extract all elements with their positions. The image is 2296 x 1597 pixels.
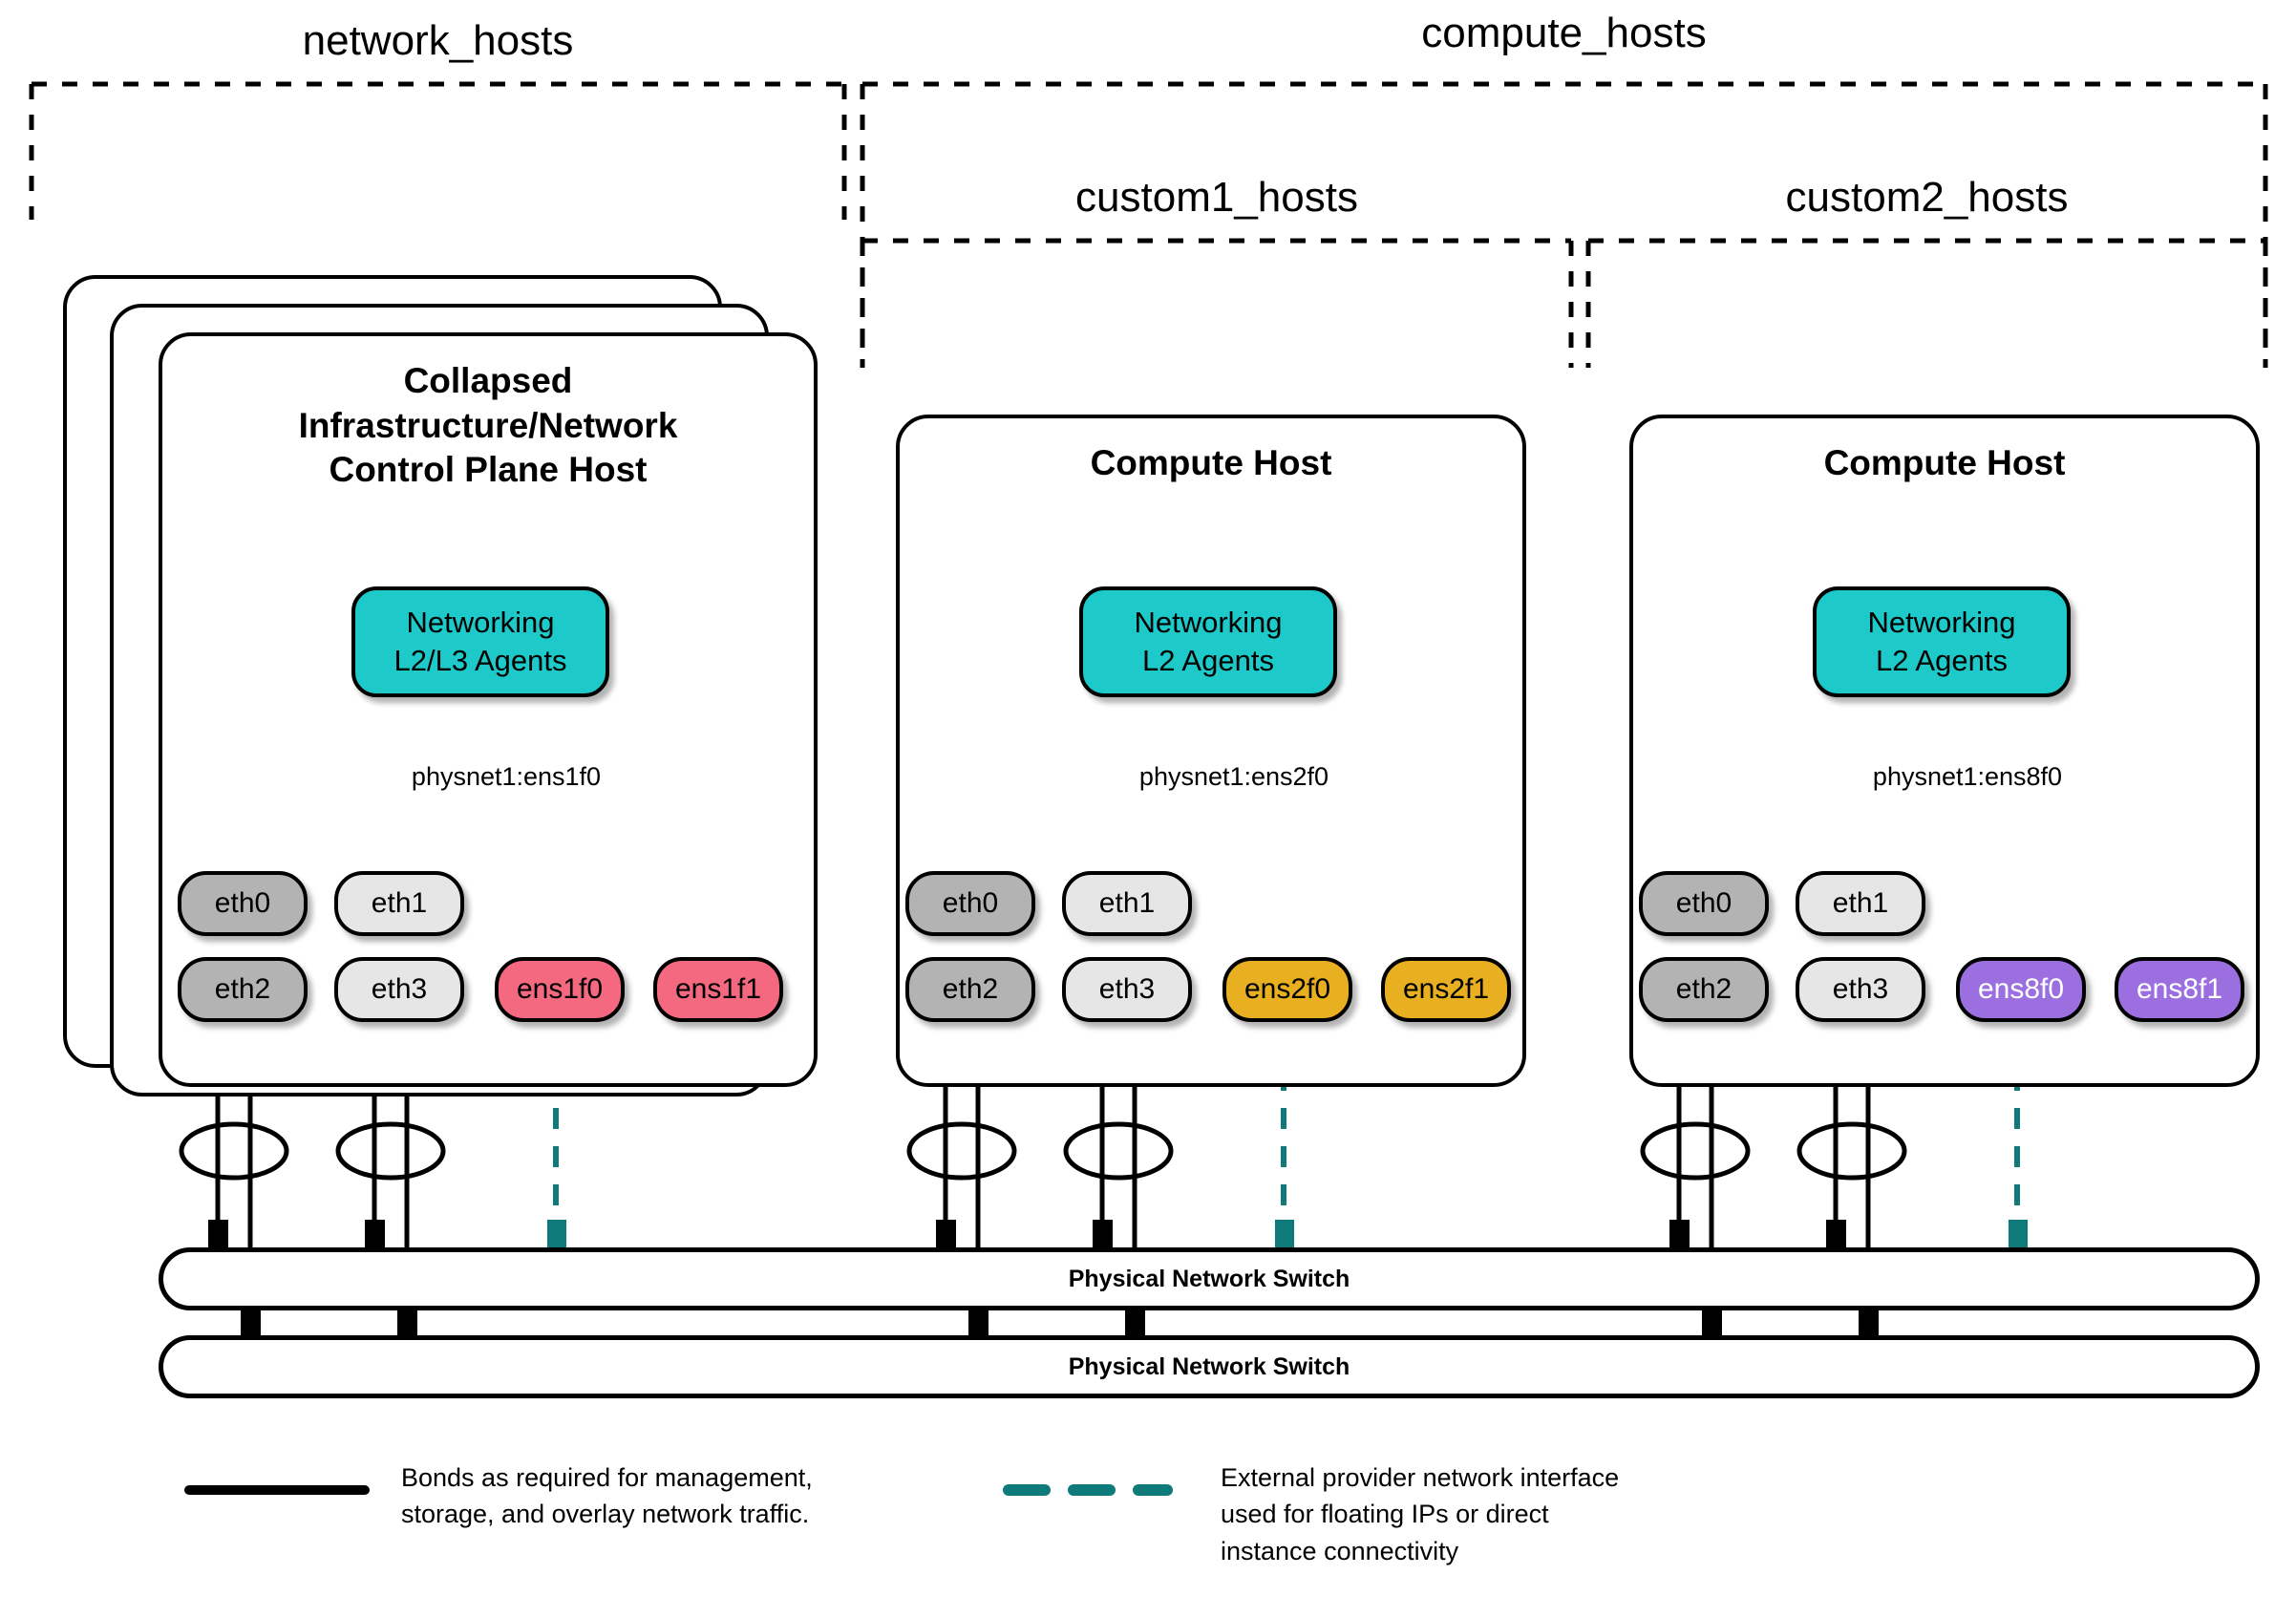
switch-bar-top[interactable]: Physical Network Switch <box>159 1247 2260 1310</box>
host-title-compute-2: Compute Host <box>1633 441 2256 486</box>
agent-box-compute-2[interactable]: Networking L2 Agents <box>1813 586 2071 697</box>
physnet-label-host-1: physnet1:ens1f0 <box>411 762 602 791</box>
nic-eth3-host-3[interactable]: eth3 <box>1796 957 1925 1022</box>
nic-eth3-host-1[interactable]: eth3 <box>334 957 464 1022</box>
nic-ens2f0-host-2[interactable]: ens2f0 <box>1222 957 1352 1022</box>
host-title-line-1: Compute Host <box>1823 443 2066 482</box>
group-label-custom2-hosts: custom2_hosts <box>1785 174 2069 221</box>
nic-ens2f1-host-2[interactable]: ens2f1 <box>1381 957 1511 1022</box>
nic-eth2-host-2[interactable]: eth2 <box>905 957 1035 1022</box>
group-label-custom1-hosts: custom1_hosts <box>1075 174 1358 221</box>
nic-eth1-host-2[interactable]: eth1 <box>1062 871 1192 936</box>
nic-eth0-host-2[interactable]: eth0 <box>905 871 1035 936</box>
host-title-line-2: Infrastructure/Network <box>298 405 678 445</box>
nic-eth0-host-3[interactable]: eth0 <box>1639 871 1769 936</box>
agent-label-line-1: Networking <box>1867 605 2016 639</box>
nic-eth3-host-2[interactable]: eth3 <box>1062 957 1192 1022</box>
host-title-line-3: Control Plane Host <box>329 450 648 490</box>
legend-bond-line-2: storage, and overlay network traffic. <box>401 1500 810 1529</box>
physnet-label-host-3: physnet1:ens8f0 <box>1872 762 2063 791</box>
agent-box-compute-1[interactable]: Networking L2 Agents <box>1079 586 1337 697</box>
legend-provider-text: External provider network interface used… <box>1221 1459 1813 1569</box>
group-box-network-hosts <box>29 81 847 220</box>
nic-ens1f1-host-1[interactable]: ens1f1 <box>653 957 783 1022</box>
group-box-custom1-hosts <box>860 238 1574 368</box>
agent-label-line-2: L2 Agents <box>1142 644 1274 677</box>
physnet-label-host-2: physnet1:ens2f0 <box>1138 762 1329 791</box>
host-title-control-plane: Collapsed Infrastructure/Network Control… <box>162 359 814 493</box>
agent-box-control-plane[interactable]: Networking L2/L3 Agents <box>351 586 609 697</box>
nic-ens8f1-host-3[interactable]: ens8f1 <box>2115 957 2244 1022</box>
nic-ens1f0-host-1[interactable]: ens1f0 <box>495 957 625 1022</box>
host-title-line-1: Collapsed <box>403 361 573 400</box>
agent-label-line-1: Networking <box>406 605 555 639</box>
legend-bond-line-1: Bonds as required for management, <box>401 1463 813 1492</box>
host-title-compute-1: Compute Host <box>900 441 1522 486</box>
nic-ens8f0-host-3[interactable]: ens8f0 <box>1956 957 2086 1022</box>
legend-bond-text: Bonds as required for management, storag… <box>401 1459 936 1533</box>
agent-box-text: Networking L2 Agents <box>1134 604 1282 681</box>
agent-label-line-1: Networking <box>1134 605 1283 639</box>
legend-provider-line-1: External provider network interface <box>1221 1463 1620 1492</box>
group-label-network-hosts: network_hosts <box>302 17 574 64</box>
switch-bar-bottom[interactable]: Physical Network Switch <box>159 1335 2260 1398</box>
nic-eth1-host-3[interactable]: eth1 <box>1796 871 1925 936</box>
nic-eth1-host-1[interactable]: eth1 <box>334 871 464 936</box>
group-box-custom2-hosts <box>1585 238 2268 368</box>
nic-eth2-host-1[interactable]: eth2 <box>178 957 308 1022</box>
nic-eth2-host-3[interactable]: eth2 <box>1639 957 1769 1022</box>
group-box-compute-hosts <box>860 81 2268 368</box>
host-title-line-1: Compute Host <box>1090 443 1332 482</box>
agent-box-text: Networking L2 Agents <box>1867 604 2015 681</box>
agent-label-line-2: L2 Agents <box>1876 644 2008 677</box>
legend-provider-line-2: used for floating IPs or direct <box>1221 1500 1549 1529</box>
agent-box-text: Networking L2/L3 Agents <box>394 604 567 681</box>
agent-label-line-2: L2/L3 Agents <box>393 644 567 677</box>
nic-eth0-host-1[interactable]: eth0 <box>178 871 308 936</box>
group-label-compute-hosts: compute_hosts <box>1421 10 1707 56</box>
legend-provider-line-3: instance connectivity <box>1221 1536 1459 1565</box>
